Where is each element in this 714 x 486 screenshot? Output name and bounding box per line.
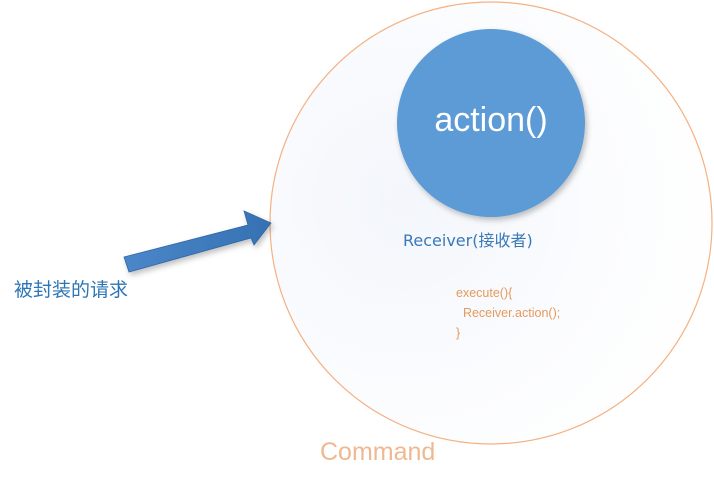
code-line-1: execute(){ [456,286,513,300]
action-label: action() [434,101,548,139]
receiver-action-circle [397,29,585,217]
execute-code-block: execute(){ Receiver.action(); } [456,283,560,343]
request-arrow [123,210,272,273]
command-label: Command [320,438,436,466]
code-line-2: Receiver.action(); [456,306,561,320]
request-label: 被封装的请求 [14,279,129,301]
receiver-label: Receiver(接收者) [403,231,533,250]
code-line-3: } [456,326,461,340]
